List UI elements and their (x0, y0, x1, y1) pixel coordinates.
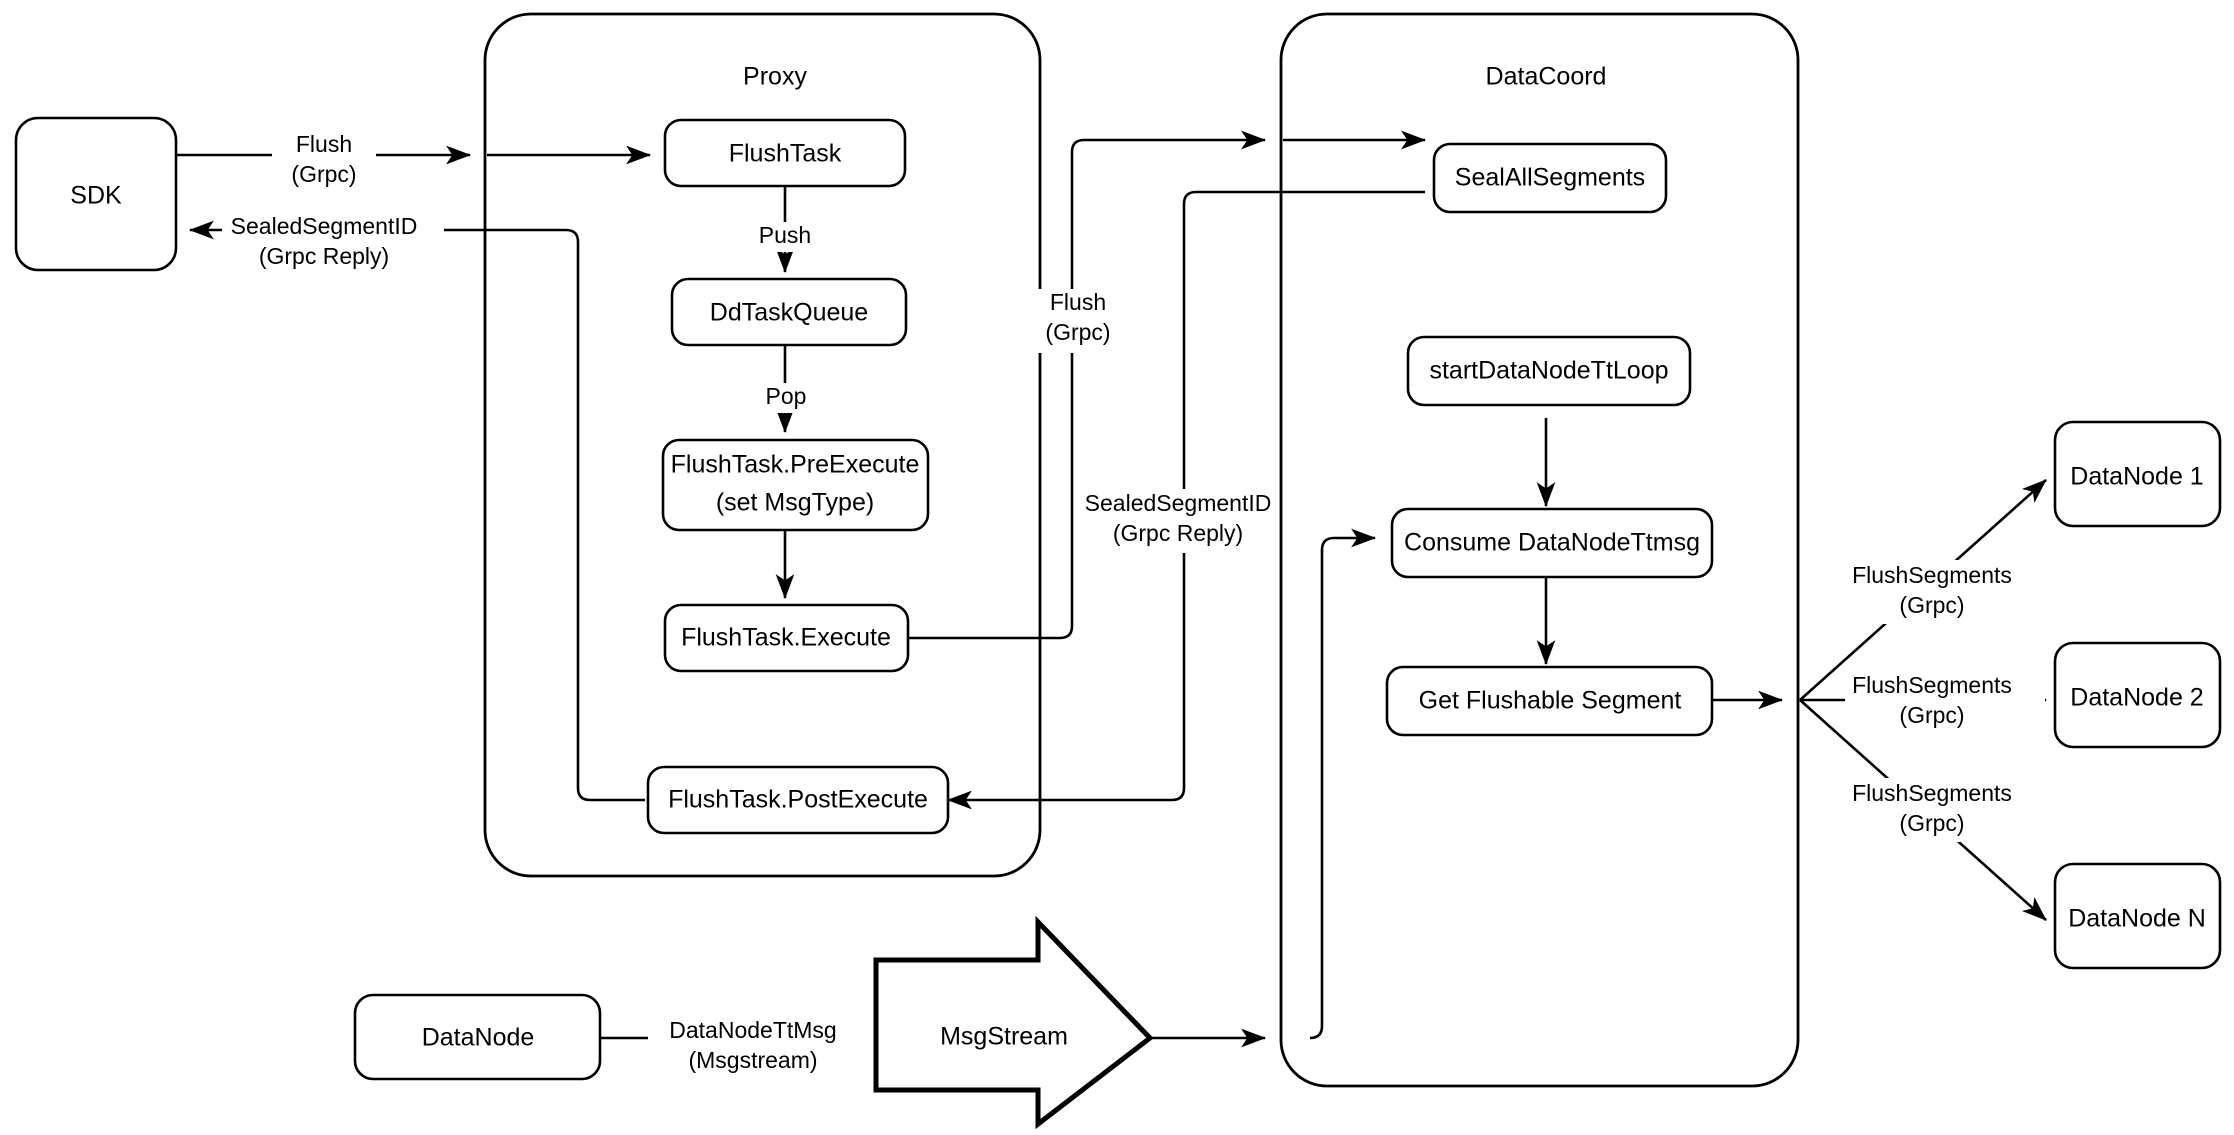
node-datanode-bottom[interactable]: DataNode (353, 993, 602, 1081)
edge-label-sealedsegmentid-grpc-line2: (Grpc Reply) (1113, 520, 1243, 546)
flushtask-label: FlushTask (729, 140, 842, 168)
edge-label-flushsegments-n: FlushSegments (Grpc) (1845, 778, 2045, 842)
edge-label-flushsegments-2-line2: (Grpc) (1899, 702, 1964, 728)
execute-rect[interactable] (663, 603, 910, 673)
node-get-flushable-segment[interactable]: Get Flushable Segment (1385, 665, 1714, 737)
edge-label-push-text: Push (759, 222, 811, 248)
ddtaskqueue-rect[interactable] (670, 277, 908, 347)
node-datanode-1[interactable]: DataNode 1 (2053, 420, 2222, 528)
node-flushtask-preexecute[interactable]: FlushTask.PreExecute (set MsgType) (661, 438, 930, 532)
postexecute-label: FlushTask.PostExecute (668, 786, 928, 814)
msgstream-label: MsgStream (940, 1023, 1068, 1051)
node-flushtask-postexecute[interactable]: FlushTask.PostExecute (646, 765, 950, 835)
edge-label-flushsegments-1: FlushSegments (Grpc) (1845, 560, 2045, 624)
node-ddtaskqueue[interactable]: DdTaskQueue (670, 277, 908, 347)
datanode-bottom-rect[interactable] (353, 993, 602, 1081)
edge-label-sealedsegmentid-line2: (Grpc Reply) (259, 243, 389, 269)
get-flushable-segment-label: Get Flushable Segment (1419, 687, 1682, 715)
edge-label-sdk-to-proxy: Flush (Grpc) (272, 131, 376, 187)
node-msgstream[interactable]: MsgStream (873, 915, 1154, 1130)
edge-label-proxy-to-sdk: SealedSegmentID (Grpc Reply) (222, 213, 444, 269)
edge-label-pop-text: Pop (766, 383, 807, 409)
datacoord-container-label: DataCoord (1486, 63, 1607, 91)
edge-label-flushsegments-n-line1: FlushSegments (1852, 780, 2012, 806)
edge-label-flushsegments-1-line1: FlushSegments (1852, 562, 2012, 588)
sdk-rect[interactable] (14, 116, 178, 272)
flushtask-rect[interactable] (663, 118, 907, 188)
edge-label-flushsegments-n-line2: (Grpc) (1899, 810, 1964, 836)
edge-postexecute-to-sdk (188, 220, 645, 802)
startdatanodettloop-label: startDataNodeTtLoop (1429, 357, 1668, 385)
edge-execute-to-datacoord (908, 130, 1267, 640)
edge-label-proxy-to-datacoord: Flush (Grpc) (1029, 289, 1117, 353)
edge-datacoord-to-consume (1309, 528, 1377, 1040)
edge-label-sealedsegmentid-grpc-line1: SealedSegmentID (1085, 490, 1272, 516)
execute-label: FlushTask.Execute (681, 624, 891, 652)
edge-label-flush-line2: (Grpc) (291, 161, 356, 187)
edge-label-datanodettmsg: DataNodeTtMsg (Msgstream) (648, 1017, 860, 1073)
datanode-2-rect[interactable] (2053, 641, 2222, 749)
node-startdatanodettloop[interactable]: startDataNodeTtLoop (1406, 335, 1692, 407)
node-sdk[interactable]: SDK (14, 116, 178, 272)
datanode-1-rect[interactable] (2053, 420, 2222, 528)
edge-label-pop: Pop (750, 383, 822, 413)
edge-label-flushsegments-1-line2: (Grpc) (1899, 592, 1964, 618)
sealallsegments-label: SealAllSegments (1455, 164, 1645, 192)
edge-label-datacoord-to-proxy: SealedSegmentID (Grpc Reply) (1077, 489, 1271, 553)
sdk-label: SDK (70, 182, 122, 210)
edge-label-flush-line1: Flush (296, 131, 352, 157)
edge-label-datanodettmsg-line1: DataNodeTtMsg (669, 1017, 836, 1043)
msgstream-arrow-shape[interactable] (873, 915, 1154, 1130)
edge-label-flush-grpc-line2: (Grpc) (1045, 319, 1110, 345)
edge-label-sealedsegmentid-line1: SealedSegmentID (231, 213, 418, 239)
sealallsegments-rect[interactable] (1432, 142, 1668, 214)
preexecute-label-line2: (set MsgType) (716, 489, 874, 517)
preexecute-rect[interactable] (661, 438, 930, 532)
postexecute-rect[interactable] (646, 765, 950, 835)
get-flushable-segment-rect[interactable] (1385, 665, 1714, 737)
node-datanode-2[interactable]: DataNode 2 (2053, 641, 2222, 749)
node-flushtask[interactable]: FlushTask (663, 118, 907, 188)
edge-label-push: Push (745, 222, 825, 252)
node-datanode-n[interactable]: DataNode N (2053, 862, 2222, 970)
edge-label-flushsegments-2: FlushSegments (Grpc) (1845, 670, 2045, 734)
node-flushtask-execute[interactable]: FlushTask.Execute (663, 603, 910, 673)
datanode-n-label: DataNode N (2068, 905, 2206, 933)
preexecute-label-line1: FlushTask.PreExecute (671, 451, 920, 479)
ddtaskqueue-label: DdTaskQueue (710, 299, 868, 327)
consume-datanodettmsg-label: Consume DataNodeTtmsg (1404, 529, 1700, 557)
proxy-container-label: Proxy (743, 63, 807, 91)
startdatanodettloop-rect[interactable] (1406, 335, 1692, 407)
node-sealallsegments[interactable]: SealAllSegments (1432, 142, 1668, 214)
datanode-2-label: DataNode 2 (2070, 684, 2203, 712)
node-consume-datanodettmsg[interactable]: Consume DataNodeTtmsg (1390, 507, 1714, 579)
edge-label-flushsegments-2-line1: FlushSegments (1852, 672, 2012, 698)
edge-label-flush-grpc-line1: Flush (1050, 289, 1106, 315)
datanode-bottom-label: DataNode (422, 1024, 535, 1052)
datanode-n-rect[interactable] (2053, 862, 2222, 970)
edge-label-datanodettmsg-line2: (Msgstream) (688, 1047, 817, 1073)
consume-datanodettmsg-rect[interactable] (1390, 507, 1714, 579)
datanode-1-label: DataNode 1 (2070, 463, 2203, 491)
